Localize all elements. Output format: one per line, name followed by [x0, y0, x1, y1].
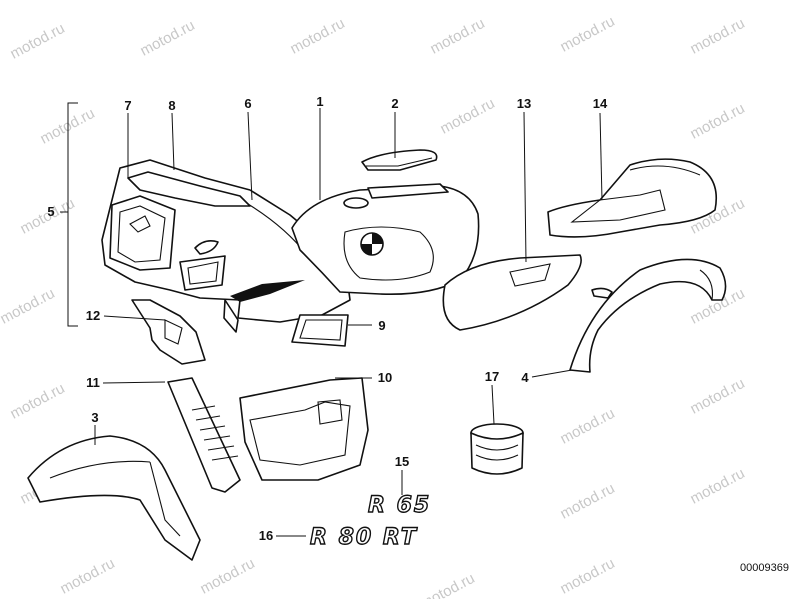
- callout-labels: 1 2 3 4 5 6 7 8 9 10 11 12 13 14 15 16 1…: [47, 94, 608, 543]
- leader-lines: [94, 108, 603, 537]
- bracket-12: [131, 299, 206, 365]
- document-number: 00009369: [740, 562, 789, 574]
- tank-cover: [361, 149, 438, 171]
- watermark-text: motod.ru: [137, 17, 197, 60]
- lower-fairing: [239, 377, 369, 481]
- fuel-tank: [291, 183, 480, 296]
- watermark-text: motod.ru: [7, 380, 67, 423]
- callout-12: 12: [86, 308, 100, 323]
- watermark-text: motod.ru: [557, 405, 617, 448]
- leader-13: [523, 111, 527, 263]
- watermark-text: motod.ru: [687, 15, 747, 58]
- callout-15: 15: [395, 454, 409, 469]
- seat: [547, 158, 717, 238]
- callout-10: 10: [378, 370, 392, 385]
- rear-mudguard: [569, 258, 727, 373]
- callout-8: 8: [168, 98, 175, 113]
- leader-14: [599, 112, 603, 201]
- front-mudguard: [27, 435, 201, 561]
- callout-9: 9: [378, 318, 385, 333]
- watermark-text: motod.ru: [557, 555, 617, 598]
- watermark-text: motod.ru: [427, 15, 487, 58]
- leader-12: [103, 315, 166, 321]
- callout-1: 1: [316, 94, 323, 109]
- watermark-text: motod.ru: [437, 95, 497, 138]
- callout-14: 14: [593, 96, 608, 111]
- watermark-text: motod.ru: [197, 555, 257, 598]
- callout-11: 11: [86, 375, 100, 390]
- watermark-text: motod.ru: [687, 375, 747, 418]
- fairing-upper: [101, 159, 351, 333]
- watermark-text: motod.ru: [417, 570, 477, 599]
- callout-13: 13: [517, 96, 531, 111]
- callout-2: 2: [391, 96, 398, 111]
- callout-17: 17: [485, 369, 499, 384]
- ring-17: [470, 423, 524, 475]
- emblem-r65: R 65: [368, 493, 431, 518]
- watermark-text: motod.ru: [57, 555, 117, 598]
- watermark-text: motod.ru: [7, 20, 67, 63]
- watermark-text: motod.ru: [687, 465, 747, 508]
- leader-6: [247, 111, 253, 201]
- watermark-text: motod.ru: [0, 285, 58, 328]
- leader-11: [102, 381, 166, 384]
- callout-3: 3: [91, 410, 98, 425]
- bracket-5: [60, 102, 78, 327]
- callout-16: 16: [259, 528, 273, 543]
- vent-9: [291, 314, 349, 347]
- watermark-text: motod.ru: [687, 100, 747, 143]
- grille-11: [167, 377, 241, 493]
- emblem-r80rt: R 80 RT: [310, 525, 418, 550]
- leader-17: [491, 384, 495, 425]
- callout-7: 7: [124, 98, 131, 113]
- leader-8: [171, 112, 175, 171]
- watermark-text: motod.ru: [557, 13, 617, 56]
- callout-4: 4: [521, 370, 529, 385]
- watermark-text: motod.ru: [557, 480, 617, 523]
- callout-6: 6: [244, 96, 251, 111]
- watermark-text: motod.ru: [287, 15, 347, 58]
- leader-4: [531, 369, 573, 378]
- callout-5: 5: [47, 204, 54, 219]
- side-panel: [442, 254, 582, 331]
